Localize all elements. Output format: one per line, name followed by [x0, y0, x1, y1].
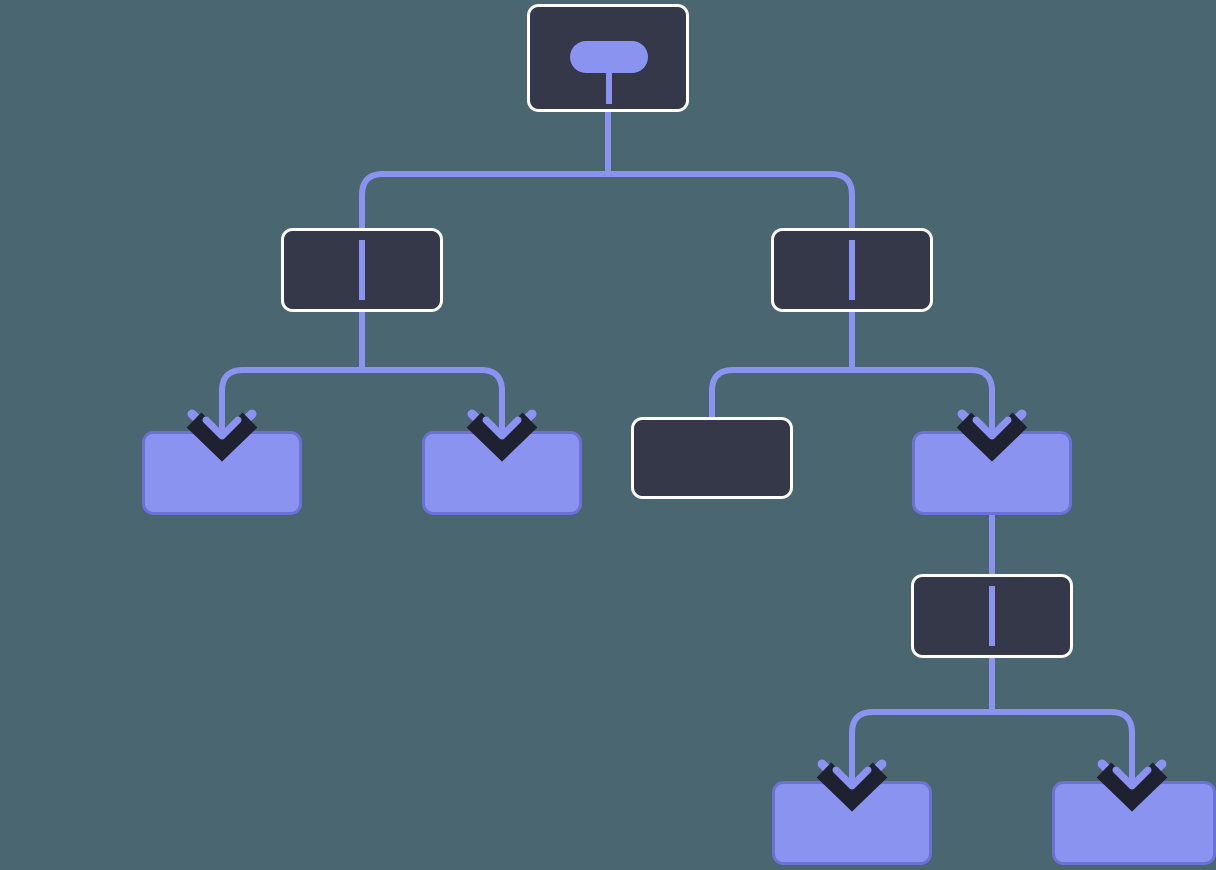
arrowhead-layer	[186, 392, 1168, 812]
node-n5[interactable]	[631, 417, 793, 499]
edge-e7	[849, 646, 995, 793]
edge-e4	[709, 300, 855, 424]
arrowhead-inner-chevron	[202, 416, 242, 440]
root-connector-stub	[606, 71, 612, 104]
node-n0[interactable]	[527, 4, 689, 112]
node-body-dark[interactable]	[631, 417, 793, 499]
arrowhead-a2	[956, 392, 1028, 462]
edge-e5	[849, 300, 995, 443]
edge-layer	[219, 60, 1135, 793]
arrowhead-front-chevron	[1096, 762, 1168, 812]
edge-e2	[219, 300, 365, 443]
edge-e1	[605, 60, 855, 240]
node-pill-glyph	[570, 41, 648, 73]
edge-overlay-layer	[606, 71, 612, 104]
arrowhead-front-chevron	[186, 412, 258, 462]
arrowhead-front-chevron	[956, 412, 1028, 462]
edge-e3	[359, 300, 505, 443]
node-layer	[142, 4, 1216, 865]
arrowhead-inner-chevron	[1112, 766, 1152, 790]
arrowhead-a4	[1096, 742, 1168, 812]
node-n7[interactable]	[911, 574, 1073, 658]
node-bar-glyph	[989, 586, 995, 646]
arrowhead-a0	[186, 392, 258, 462]
arrowhead-front-chevron	[466, 412, 538, 462]
arrowhead-a3	[816, 742, 888, 812]
arrowhead-front-chevron	[816, 762, 888, 812]
arrowhead-a1	[466, 392, 538, 462]
node-n1[interactable]	[281, 228, 443, 312]
arrowhead-inner-chevron	[832, 766, 872, 790]
node-n2[interactable]	[771, 228, 933, 312]
node-bar-glyph	[359, 240, 365, 300]
arrowhead-inner-chevron	[482, 416, 522, 440]
edge-e8	[989, 646, 1135, 793]
node-bar-glyph	[849, 240, 855, 300]
arrowhead-inner-chevron	[972, 416, 1012, 440]
